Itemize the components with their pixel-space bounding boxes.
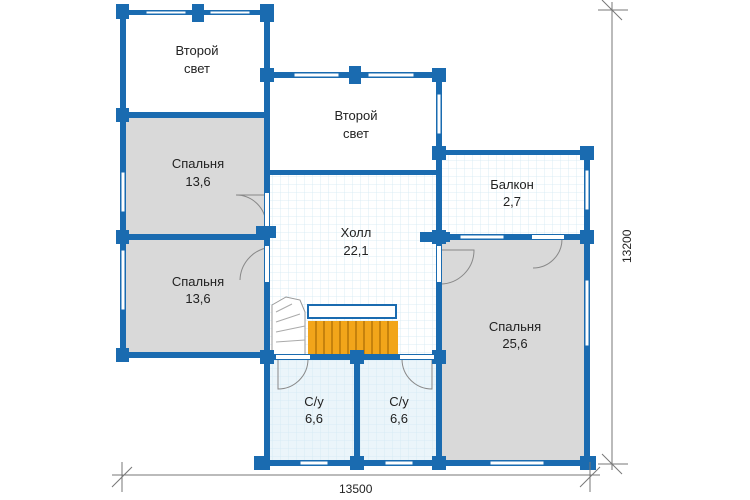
second-light-left-floor xyxy=(125,14,266,115)
second-light-center-name: Второй xyxy=(335,108,378,123)
wc-left-name: С/у xyxy=(304,394,324,409)
balcony-name: Балкон xyxy=(490,177,534,192)
windows xyxy=(120,10,590,466)
bedroom-mid-floor xyxy=(125,239,266,355)
wc-left-tiles xyxy=(268,359,355,462)
hall-value: 22,1 xyxy=(343,243,368,258)
bedroom-top-name: Спальня xyxy=(172,156,224,171)
bedroom-large-value: 25,6 xyxy=(502,336,527,351)
bedroom-large-name: Спальня xyxy=(489,319,541,334)
height-dimension: 13200 xyxy=(620,229,634,263)
bedroom-top-floor xyxy=(125,117,266,237)
wc-right-tiles xyxy=(359,359,440,462)
bedroom-mid-value: 13,6 xyxy=(185,291,210,306)
second-light-left-value: свет xyxy=(184,61,210,76)
bedroom-large-floor xyxy=(440,239,586,462)
wc-right-name: С/у xyxy=(389,394,409,409)
second-light-center-value: свет xyxy=(343,126,369,141)
balcony-value: 2,7 xyxy=(503,194,521,209)
second-light-left-name: Второй xyxy=(176,43,219,58)
second-light-center-floor xyxy=(268,76,440,172)
bedroom-top-value: 13,6 xyxy=(185,174,210,189)
staircase xyxy=(271,296,398,356)
balcony-floor xyxy=(440,154,586,237)
width-dimension: 13500 xyxy=(339,482,373,496)
wc-right-value: 6,6 xyxy=(390,411,408,426)
hall-name: Холл xyxy=(341,225,372,240)
wc-left-value: 6,6 xyxy=(305,411,323,426)
bedroom-mid-name: Спальня xyxy=(172,274,224,289)
dimension-lines xyxy=(111,0,628,492)
door-openings xyxy=(265,193,564,359)
